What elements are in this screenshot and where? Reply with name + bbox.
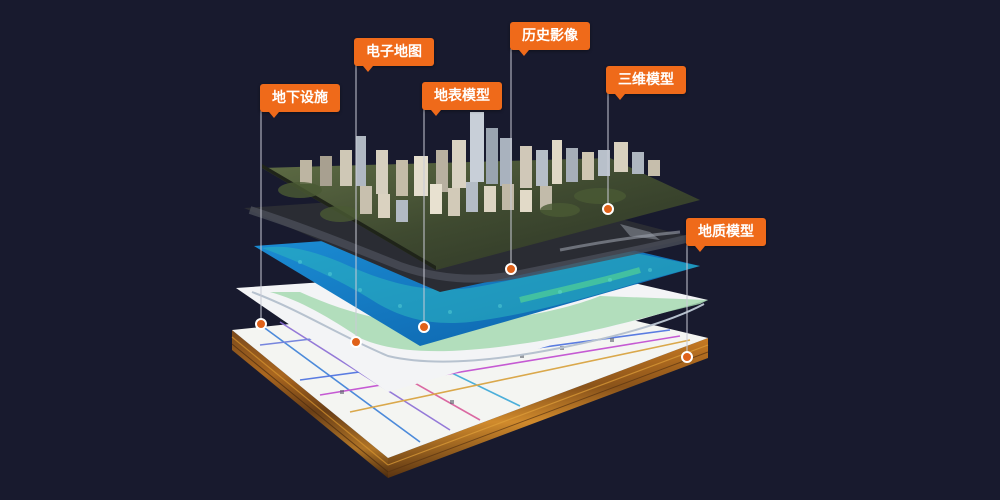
- marker-history: [505, 263, 517, 275]
- threed-layer: [262, 112, 700, 270]
- label-historical-imagery: 历史影像: [510, 22, 590, 56]
- label-electronic-map: 电子地图: [354, 38, 434, 72]
- marker-geology: [681, 351, 693, 363]
- marker-threed: [602, 203, 614, 215]
- leader-lines: [260, 48, 688, 355]
- geology-left-face: [232, 330, 388, 478]
- marker-emap: [350, 336, 362, 348]
- layer-markers: [255, 203, 693, 363]
- geology-right-face: [388, 338, 708, 478]
- city-buildings: [300, 112, 660, 222]
- label-3d-model: 三维模型: [606, 66, 686, 100]
- label-underground-facilities: 地下设施: [260, 84, 340, 118]
- label-geological-model: 地质模型: [686, 218, 766, 252]
- marker-surface: [418, 321, 430, 333]
- label-surface-model: 地表模型: [422, 82, 502, 116]
- marker-underground: [255, 318, 267, 330]
